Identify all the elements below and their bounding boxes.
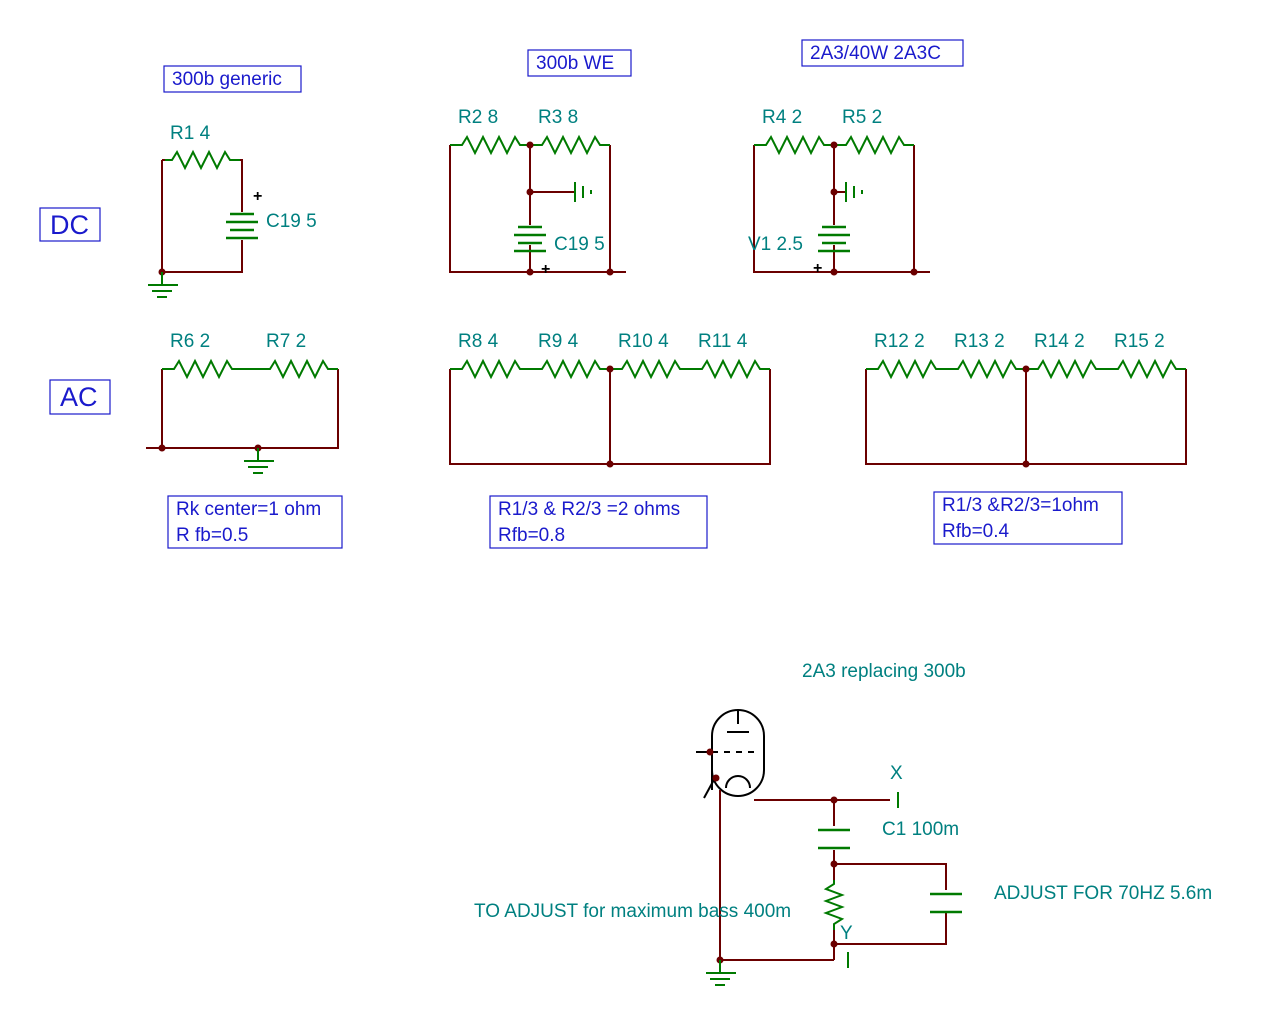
svg-text:R1 4: R1 4 [170, 123, 211, 144]
svg-text:R14 2: R14 2 [1034, 331, 1085, 352]
svg-text:300b generic: 300b generic [172, 69, 282, 90]
svg-text:TO ADJUST for maximum bass 400: TO ADJUST for maximum bass 400m [474, 901, 791, 922]
svg-text:AC: AC [60, 382, 98, 412]
note-2a3: R1/3 &R2/3=1ohm Rfb=0.4 [933, 491, 1123, 545]
resistor-r11 [690, 358, 770, 380]
note-we: R1/3 & R2/3 =2 ohms Rfb=0.8 [489, 495, 708, 549]
svg-text:X: X [890, 763, 903, 784]
svg-text:Y: Y [840, 923, 853, 944]
svg-text:R2 8: R2 8 [458, 107, 498, 128]
svg-text:C19 5: C19 5 [554, 234, 605, 255]
svg-text:R6 2: R6 2 [170, 331, 210, 352]
resistor-r3 [530, 134, 610, 156]
title-300b-we: 300b WE [527, 49, 632, 77]
ground-symbol [148, 272, 178, 298]
svg-text:DC: DC [50, 210, 89, 240]
svg-text:+: + [253, 188, 262, 205]
svg-text:R11 4: R11 4 [698, 331, 748, 352]
svg-text:Rfb=0.4: Rfb=0.4 [942, 521, 1010, 542]
title-300b-generic: 300b generic [163, 65, 302, 93]
svg-text:C1 100m: C1 100m [882, 819, 959, 840]
ground-symbol [845, 182, 863, 202]
ac-circuit-2a3: R12 2 R13 2 R14 2 R15 2 [865, 331, 1187, 468]
svg-text:R7 2: R7 2 [266, 331, 306, 352]
ground-symbol [244, 448, 274, 474]
battery-c19-b [514, 225, 546, 253]
svg-text:Rfb=0.8: Rfb=0.8 [498, 525, 565, 546]
svg-text:R1/3 & R2/3 =2 ohms: R1/3 & R2/3 =2 ohms [498, 499, 680, 520]
svg-text:R15 2: R15 2 [1114, 331, 1165, 352]
capacitor-70hz [930, 892, 962, 914]
svg-text:2A3/40W 2A3C: 2A3/40W 2A3C [810, 43, 941, 64]
battery-c19-a [226, 212, 258, 240]
resistor-r13 [946, 358, 1026, 380]
battery-v1 [818, 225, 850, 253]
section-dc-label: DC [39, 207, 101, 242]
resistor-r12 [866, 358, 946, 380]
svg-text:R12 2: R12 2 [874, 331, 925, 352]
note-generic: Rk center=1 ohm R fb=0.5 [167, 495, 343, 549]
resistor-r15 [1106, 358, 1186, 380]
svg-text:R10 4: R10 4 [618, 331, 669, 352]
resistor-r14 [1026, 358, 1106, 380]
svg-text:R3 8: R3 8 [538, 107, 578, 128]
svg-text:300b WE: 300b WE [536, 53, 614, 74]
triode-tube [696, 709, 765, 799]
ground-symbol [706, 960, 736, 986]
resistor-r6 [162, 358, 258, 380]
title-2a3: 2A3/40W 2A3C [801, 39, 964, 67]
resistor-r10 [610, 358, 690, 380]
svg-text:R13 2: R13 2 [954, 331, 1005, 352]
svg-text:+: + [813, 260, 822, 277]
svg-text:ADJUST FOR 70HZ 5.6m: ADJUST FOR 70HZ 5.6m [994, 883, 1212, 904]
svg-text:C19 5: C19 5 [266, 211, 317, 232]
svg-text:R1/3 &R2/3=1ohm: R1/3 &R2/3=1ohm [942, 495, 1099, 516]
capacitor-c1 [818, 828, 850, 850]
ac-circuit-we: R8 4 R9 4 R10 4 R11 4 [449, 331, 771, 468]
svg-text:R fb=0.5: R fb=0.5 [176, 525, 248, 546]
resistor-r1 [165, 149, 240, 171]
dc-circuit-generic: + R1 4 C19 5 [148, 123, 317, 298]
svg-text:V1 2.5: V1 2.5 [748, 234, 803, 255]
resistor-r9 [530, 358, 610, 380]
resistor-r5 [834, 134, 914, 156]
resistor-r2 [450, 134, 530, 156]
resistor-bass [823, 880, 845, 930]
resistor-r7 [258, 358, 338, 380]
dc-circuit-we: + R2 8 R3 8 C19 5 [449, 107, 626, 278]
replacing-title: 2A3 replacing 300b [802, 661, 966, 682]
ground-symbol [574, 182, 592, 202]
resistor-r8 [450, 358, 530, 380]
ac-circuit-generic: R6 2 R7 2 [146, 331, 339, 474]
bottom-circuit: X C1 100m Y TO ADJUST for maximum bass 4… [474, 709, 1212, 986]
dc-circuit-2a3: + R4 2 R5 2 V1 2.5 [748, 107, 930, 277]
svg-text:R5 2: R5 2 [842, 107, 882, 128]
resistor-r4 [754, 134, 834, 156]
svg-text:+: + [541, 261, 550, 278]
svg-text:R8 4: R8 4 [458, 331, 499, 352]
svg-text:R4 2: R4 2 [762, 107, 802, 128]
svg-text:Rk center=1 ohm: Rk center=1 ohm [176, 499, 321, 520]
section-ac-label: AC [49, 379, 111, 415]
svg-text:R9 4: R9 4 [538, 331, 579, 352]
